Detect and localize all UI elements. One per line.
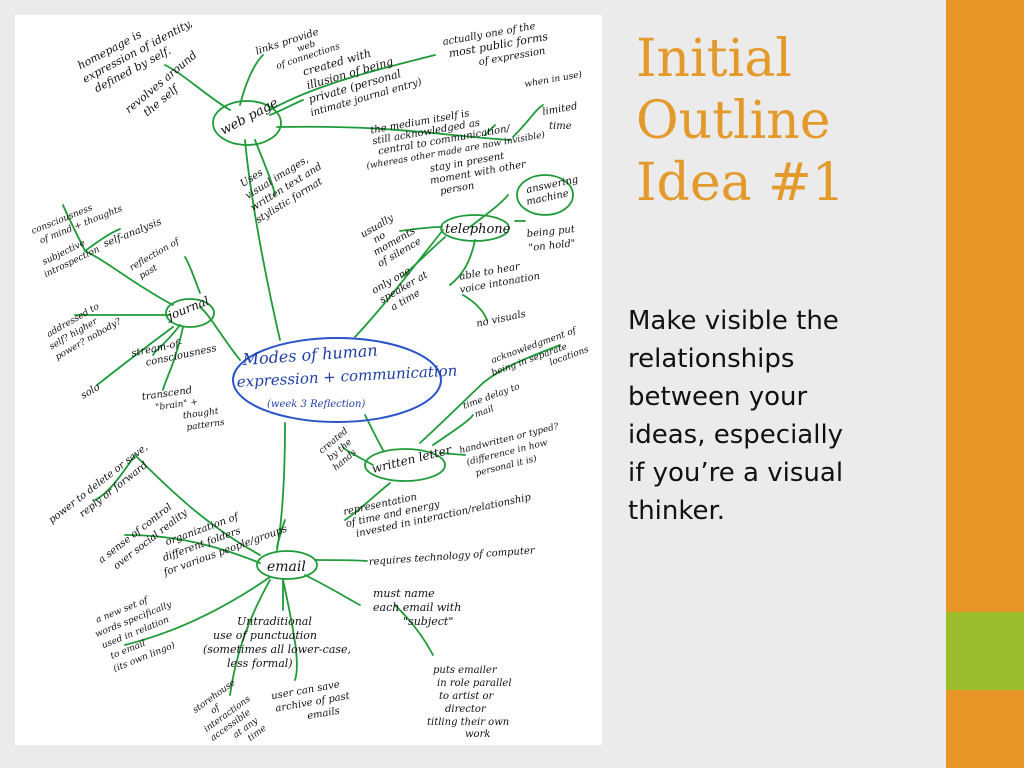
note-stream: stream-of- consciousness	[130, 331, 217, 371]
slide-title-line-3: Idea #1	[636, 152, 936, 214]
note-representation: representation of time and energy invest…	[342, 468, 532, 541]
slide-body-line-4: ideas, especially	[628, 416, 928, 454]
note-handwritten-or-typed: handwritten or typed? (difference in how…	[459, 422, 567, 482]
note-medium: the medium itself is still acknowledged …	[360, 96, 553, 209]
node-label-journal: journal	[163, 294, 211, 324]
node-label-telephone: telephone	[445, 222, 511, 237]
svg-text:in role parallel: in role parallel	[437, 678, 512, 689]
slide-body-line-6: thinker.	[628, 492, 928, 530]
note-uses-visual: Uses visual images, written text and sty…	[233, 139, 330, 226]
slide-body-line-1: Make visible the	[628, 302, 928, 340]
svg-text:"on hold": "on hold"	[528, 238, 576, 254]
note-untraditional: Untraditional use of punctuation (someti…	[203, 615, 351, 670]
note-acknowledgment: acknowledgment of being in separate loca…	[486, 324, 590, 388]
svg-text:director: director	[445, 704, 487, 715]
note-being-put-on-hold: being put "on hold"	[526, 224, 576, 254]
note-created-by-hands: created by the hands	[317, 426, 364, 473]
note-transcend: transcend "brain" + thought patterns	[141, 381, 226, 439]
svg-text:puts emailer: puts emailer	[433, 665, 498, 676]
mind-map-image: Modes of human expression + communicatio…	[15, 15, 602, 745]
center-label: Modes of human expression + communicatio…	[236, 341, 457, 410]
slide-body-line-2: relationships	[628, 340, 928, 378]
svg-text:titling their own: titling their own	[427, 717, 509, 728]
svg-text:must name: must name	[373, 587, 435, 600]
slide-body-line-3: between your	[628, 378, 928, 416]
note-requires-technology: requires technology of computer	[368, 545, 536, 568]
svg-text:time: time	[549, 121, 572, 132]
svg-text:less formal): less formal)	[227, 657, 293, 670]
svg-text:work: work	[465, 729, 490, 740]
svg-text:to artist or: to artist or	[439, 691, 495, 702]
note-user-save: user can save archive of past emails	[270, 678, 353, 728]
slide-title-line-2: Outline	[636, 90, 936, 152]
slide-body-text: Make visible the relationships between y…	[628, 302, 928, 530]
note-public: actually one of the most public forms of…	[442, 19, 552, 74]
note-must-name: must name each email with "subject"	[373, 587, 461, 628]
note-storehouse: storehouse of interactions accessible at…	[189, 676, 272, 745]
mind-map-drawing: Modes of human expression + communicatio…	[15, 15, 602, 745]
note-new-words: a new set of words specifically used in …	[89, 588, 189, 676]
note-usually-silence: usually no moments of silence	[359, 207, 424, 270]
note-reflection-past: reflection of past	[128, 236, 188, 284]
svg-text:being put: being put	[526, 224, 576, 240]
accent-bar-green	[946, 612, 1024, 690]
slide-title: Initial Outline Idea #1	[636, 28, 936, 214]
svg-text:when in use): when in use)	[524, 69, 584, 90]
svg-text:power to delete or save,: power to delete or save,	[47, 442, 150, 526]
svg-text:use of punctuation: use of punctuation	[213, 629, 317, 642]
center-label-line-3: (week 3 Reflection)	[267, 399, 365, 410]
accent-bar-orange-top	[946, 0, 1024, 612]
slide-body-line-5: if you’re a visual	[628, 454, 928, 492]
svg-text:limited: limited	[542, 101, 579, 118]
svg-text:each email with: each email with	[373, 601, 461, 614]
note-able-to-hear: able to hear voice intonation	[457, 258, 541, 296]
note-addressed: addressed to self? higher power? nobody?	[42, 296, 123, 363]
svg-text:(sometimes all lower-case,: (sometimes all lower-case,	[203, 643, 351, 656]
slide-title-line-1: Initial	[636, 28, 936, 90]
svg-text:"subject": "subject"	[403, 615, 453, 628]
center-label-line-1: Modes of human	[241, 341, 378, 369]
svg-text:Untraditional: Untraditional	[237, 615, 312, 628]
note-limited-time: when in use) limited time	[524, 69, 584, 132]
note-puts-emailer: puts emailer in role parallel to artist …	[427, 665, 512, 740]
node-label-email: email	[267, 559, 306, 575]
accent-bar-orange-bottom	[946, 690, 1024, 768]
